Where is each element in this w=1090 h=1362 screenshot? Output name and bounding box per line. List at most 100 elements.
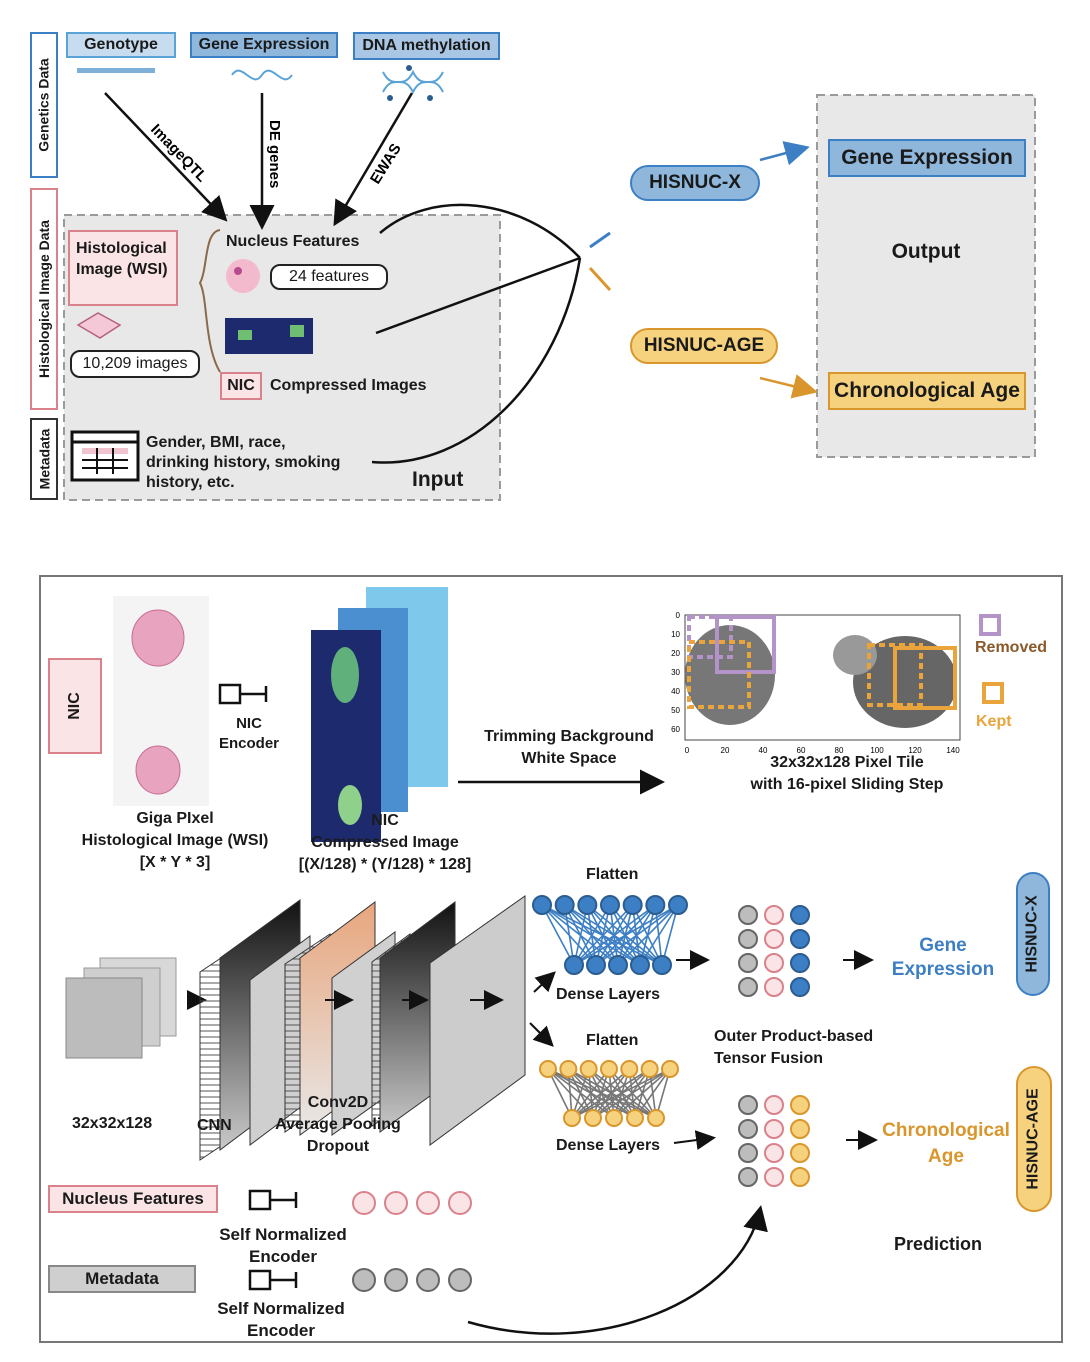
gene-expression-line2: Expression: [891, 959, 995, 980]
tile-y-tick: 60: [671, 725, 680, 734]
dna-icon: [382, 69, 444, 93]
network-node: [620, 1060, 639, 1078]
genotype-box: Genotype: [66, 32, 176, 58]
fusion-node: [790, 905, 810, 925]
output-age-box: Chronological Age: [828, 372, 1026, 410]
tile-y-tick: 0: [676, 611, 681, 620]
image-count-box: 10,209 images: [70, 350, 200, 378]
compressed-images-label: Compressed Images: [270, 377, 427, 394]
tile-y-tick: 40: [671, 687, 680, 696]
nic-tag: NIC: [220, 372, 262, 400]
encoder-2-line1: Self Normalized: [217, 1299, 345, 1318]
fusion-node: [764, 1095, 784, 1115]
network-node: [600, 1060, 618, 1078]
fusion-node: [764, 977, 784, 997]
fusion-node: [764, 1143, 784, 1163]
fusion-grid-top: [738, 905, 810, 997]
tile-caption-line1: 32x32x128 Pixel Tile: [770, 754, 924, 771]
prediction-label: Prediction: [894, 1234, 983, 1254]
fusion-grid-bottom: [738, 1095, 810, 1187]
network-node: [630, 955, 650, 975]
tile-x-tick: 20: [721, 746, 730, 755]
nucleus-link: [379, 203, 581, 259]
hisnuc-age-label: HISNUC-AGE: [1025, 1088, 1042, 1190]
fusion-line1: Outer Product-based: [714, 1028, 874, 1045]
fusion-node: [764, 1119, 784, 1139]
network-node: [564, 955, 584, 975]
genotype-strip: [77, 68, 155, 73]
network-node: [579, 1060, 598, 1078]
network-node: [563, 1109, 581, 1127]
network-node: [577, 895, 598, 915]
dense-top-label: Dense Layers: [556, 986, 661, 1003]
fusion-node: [764, 905, 784, 925]
metadata-tab: Metadata: [30, 418, 58, 500]
fusion-node: [738, 953, 758, 973]
embedding-node: [448, 1191, 472, 1215]
fusion-node: [790, 977, 810, 997]
compressed-caption-line2: Compressed Image: [311, 834, 459, 851]
chronological-age-output: Chronological Age: [874, 1118, 1018, 1170]
output-gene-expression-box: Gene Expression: [828, 139, 1026, 177]
network-edge: [634, 1068, 671, 1119]
orange-branch: [588, 266, 612, 292]
metadata-link: [371, 257, 582, 464]
curly-brace: [198, 229, 221, 373]
fusion-line2: Tensor Fusion: [714, 1050, 824, 1067]
network-edge: [571, 1068, 651, 1119]
wsi-caption-line2: Histological Image (WSI): [81, 832, 269, 849]
network-edge: [592, 1068, 671, 1119]
network-node: [605, 1109, 623, 1127]
network-node: [668, 895, 688, 915]
tile-y-tick: 10: [671, 630, 680, 639]
compressed-caption-line3: [(X/128) * (Y/128) * 128]: [298, 856, 472, 873]
tile-y-tick: 30: [671, 668, 680, 677]
flatten-bottom-label: Flatten: [586, 1032, 639, 1049]
histological-data-label: Histological Image Data: [36, 220, 52, 378]
tile-y-tick: 50: [671, 706, 680, 715]
hisnuc-age-tab: HISNUC-AGE: [1016, 1066, 1052, 1212]
network-node: [559, 1060, 578, 1078]
nic-encoder-line1: NIC: [236, 715, 262, 732]
network-edge: [573, 904, 656, 966]
network-node: [608, 955, 628, 975]
fusion-node: [738, 905, 758, 925]
network-edge: [571, 1068, 610, 1119]
nic-side-label: NIC: [66, 692, 83, 720]
fusion-node: [738, 1119, 758, 1139]
genetics-data-tab: Genetics Data: [30, 32, 58, 178]
nucleus-icon: [226, 259, 260, 293]
metadata-embedding-nodes: [352, 1268, 472, 1292]
blue-branch: [589, 231, 611, 249]
nucleus-features-box: Nucleus Features: [48, 1185, 218, 1213]
network-node: [645, 895, 666, 915]
fusion-node: [738, 929, 758, 949]
dense-bottom-label: Dense Layers: [556, 1137, 661, 1154]
chronological-age-line1: Chronological: [882, 1120, 1010, 1141]
dna-methylation-box: DNA methylation: [353, 32, 500, 60]
imageqtl-label: ImageQTL: [147, 121, 210, 186]
network-node: [622, 895, 643, 915]
network-edge: [541, 904, 575, 966]
gene-expression-line1: Gene: [919, 935, 967, 956]
network-edge: [573, 904, 634, 966]
network-node: [584, 1109, 602, 1127]
encoder-2-label: Self Normalized Encoder: [206, 1298, 356, 1342]
network-node: [539, 1060, 557, 1078]
network-edge: [547, 1068, 573, 1119]
histological-data-tab: Histological Image Data: [30, 188, 58, 410]
dense-network-bottom: [539, 1060, 679, 1127]
fusion-node: [790, 1143, 810, 1163]
input-label: Input: [412, 468, 464, 491]
flatten-top-label: Flatten: [586, 866, 639, 883]
ewas-arrow: [333, 92, 414, 227]
de-genes-label: DE genes: [266, 120, 283, 188]
legend-removed: Removed: [975, 639, 1048, 656]
histological-image-box: Histological Image (WSI): [68, 230, 178, 306]
network-node: [640, 1060, 659, 1078]
kept-swatch: [982, 682, 1004, 704]
wsi-caption-line1: Giga PIxel: [136, 810, 214, 827]
nic-side-tab: NIC: [48, 658, 102, 754]
dense-network-top: [532, 895, 688, 975]
gene-expression-box: Gene Expression: [190, 32, 338, 58]
